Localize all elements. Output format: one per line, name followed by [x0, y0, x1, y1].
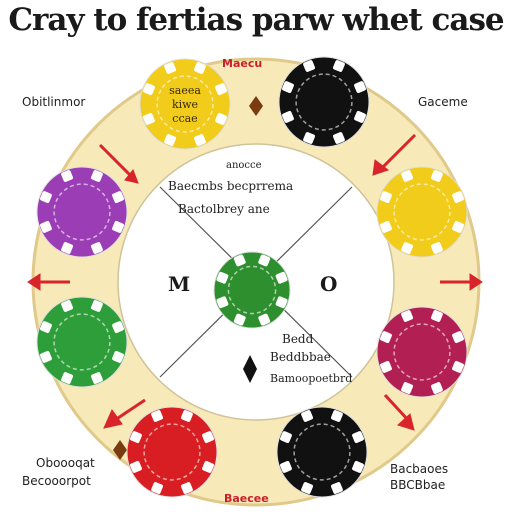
label-bottom-right-a: Bacbaoes	[390, 462, 449, 476]
arrows	[27, 133, 483, 431]
center-text-d: Bedd	[282, 332, 314, 346]
arrow-head	[124, 169, 139, 184]
center-text-f: Bamoopoetbrd	[270, 372, 353, 385]
chip-purple-left	[36, 166, 128, 258]
arrow-top-right-icon	[378, 133, 417, 172]
chip-label: ccae	[172, 112, 197, 125]
diamond-top-icon	[249, 96, 263, 116]
label-bottom-left-a: Oboooqat	[36, 456, 95, 470]
chip-green-left	[36, 296, 128, 388]
label-bottom-left-b: Becooorpot	[22, 474, 91, 488]
label-bottom-right-b: BBCBbae	[390, 478, 446, 492]
center-text-a: anocce	[226, 160, 262, 171]
center-text-e: Beddbbae	[270, 350, 331, 364]
chip-label: saeea	[169, 84, 201, 97]
label-top-center: Maecu	[222, 57, 263, 70]
label-top-right: Gaceme	[418, 95, 468, 109]
letter-right: O	[320, 272, 338, 296]
chip-black-top	[278, 56, 370, 148]
chip-yellow-right	[376, 166, 468, 258]
page-title: Cray to fertias parw whet case	[8, 2, 504, 38]
center-text-b: Baecmbs becprrema	[168, 179, 294, 193]
arrow-bottom-left-icon	[114, 398, 146, 422]
chip-magenta-right	[376, 306, 468, 398]
chip-green-center	[213, 251, 291, 329]
label-bottom-center: Baecee	[224, 492, 269, 505]
chip-label: kiwe	[172, 98, 198, 111]
chip-red-bottom	[126, 406, 218, 498]
diamond-bottom-icon	[113, 440, 127, 460]
chip-black-bottom	[276, 406, 368, 498]
letter-left: M	[168, 272, 191, 296]
label-top-left: Obitlinmor	[22, 95, 86, 109]
center-text-c: Bactolbrey ane	[178, 202, 270, 216]
arrow-bottom-right-icon	[383, 393, 410, 422]
diamond-center-icon	[243, 355, 257, 383]
arrow-top-left-icon	[98, 143, 132, 177]
